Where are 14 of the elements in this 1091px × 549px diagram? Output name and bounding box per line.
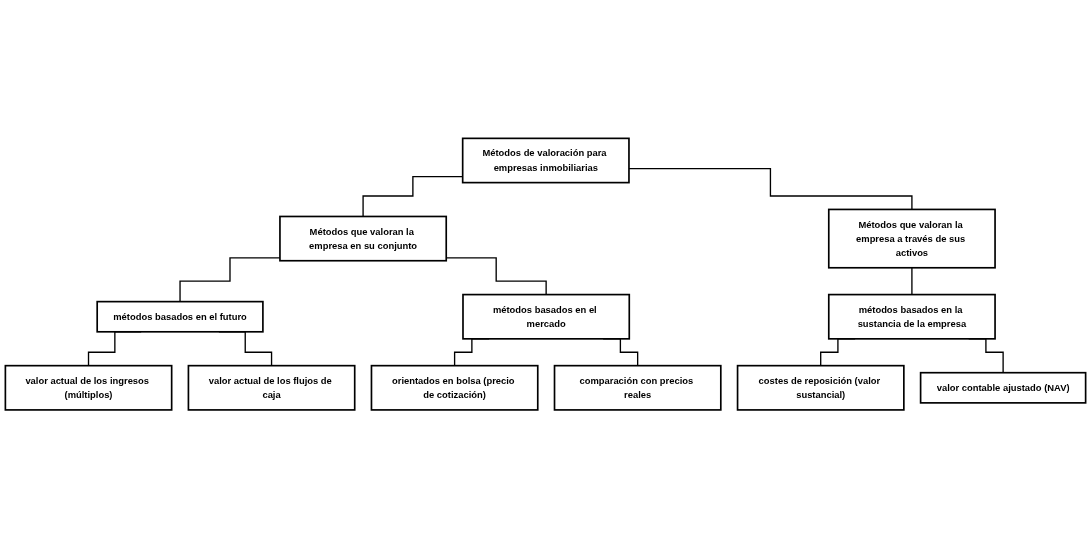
- node-box: costes de reposición (valor sustancial): [736, 365, 905, 412]
- node-box: valor actual de los ingresos (múltiplos): [4, 365, 173, 412]
- connector: [628, 168, 913, 211]
- node-box: Métodos que valoran la empresa en su conjunto: [279, 216, 448, 262]
- node-box: métodos basados en el futuro: [96, 301, 264, 333]
- node-box: Métodos que valoran la empresa a través de sus activos: [827, 208, 996, 269]
- node-box: valor contable ajustado (NAV): [919, 372, 1087, 405]
- node-box: orientados en bolsa (precio de cotización): [370, 365, 539, 412]
- node-box: métodos basados en la sustancia de la empresa: [827, 294, 996, 341]
- node-box: valor actual de los flujos de caja: [187, 365, 356, 412]
- node-box: métodos basados en el mercado: [462, 294, 631, 341]
- node-box: comparación con precios reales: [553, 365, 722, 412]
- connector: [911, 267, 913, 296]
- node-box: Métodos de valoración para empresas inmobiliarias: [461, 137, 630, 184]
